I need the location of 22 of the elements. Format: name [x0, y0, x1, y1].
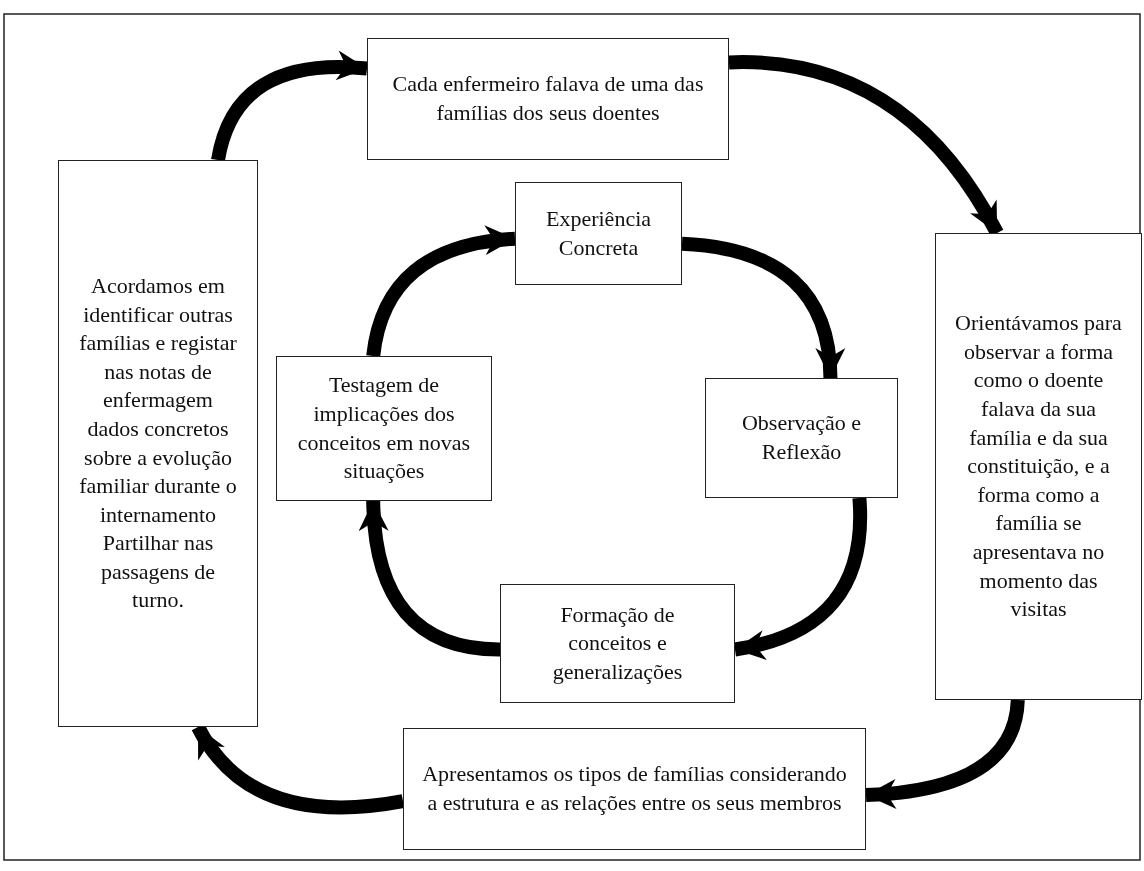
curved-arrow	[211, 51, 368, 162]
curved-arrow	[865, 699, 1025, 809]
curved-arrow	[359, 500, 501, 657]
box-text: Acordamos em identificar outras famílias e registar nas notas de enfermagem dados concretos sobre a evolução familiar durante o internamento Partilhar nas passagens de turno.	[78, 271, 238, 615]
curved-arrow	[681, 236, 844, 379]
box-text: Formação de conceitos e generalizações	[551, 600, 684, 686]
curved-arrow	[733, 497, 868, 659]
text-box	[58, 160, 258, 727]
text-box	[276, 356, 492, 501]
box-text: Orientávamos para observar a forma como o doente falava da sua família e da sua constituição, e a forma como a família se apresentava no momento das visitas	[954, 309, 1123, 624]
curved-arrow	[366, 226, 516, 358]
text-box	[935, 233, 1142, 700]
box-text: Apresentamos os tipos de famílias considerando a estrutura e as relações entre os seus membros	[422, 760, 847, 817]
box-text: Observação e Reflexão	[740, 409, 863, 466]
box-text: Testagem de implicações dos conceitos em novas situações	[296, 371, 472, 486]
box-text: Cada enfermeiro falava de uma das famílias dos seus doentes	[391, 70, 705, 127]
text-box	[705, 378, 898, 498]
text-box	[367, 38, 729, 160]
text-box	[500, 584, 735, 703]
text-box	[403, 728, 866, 850]
text-box	[515, 182, 682, 285]
box-text: Experiência Concreta	[544, 204, 653, 262]
